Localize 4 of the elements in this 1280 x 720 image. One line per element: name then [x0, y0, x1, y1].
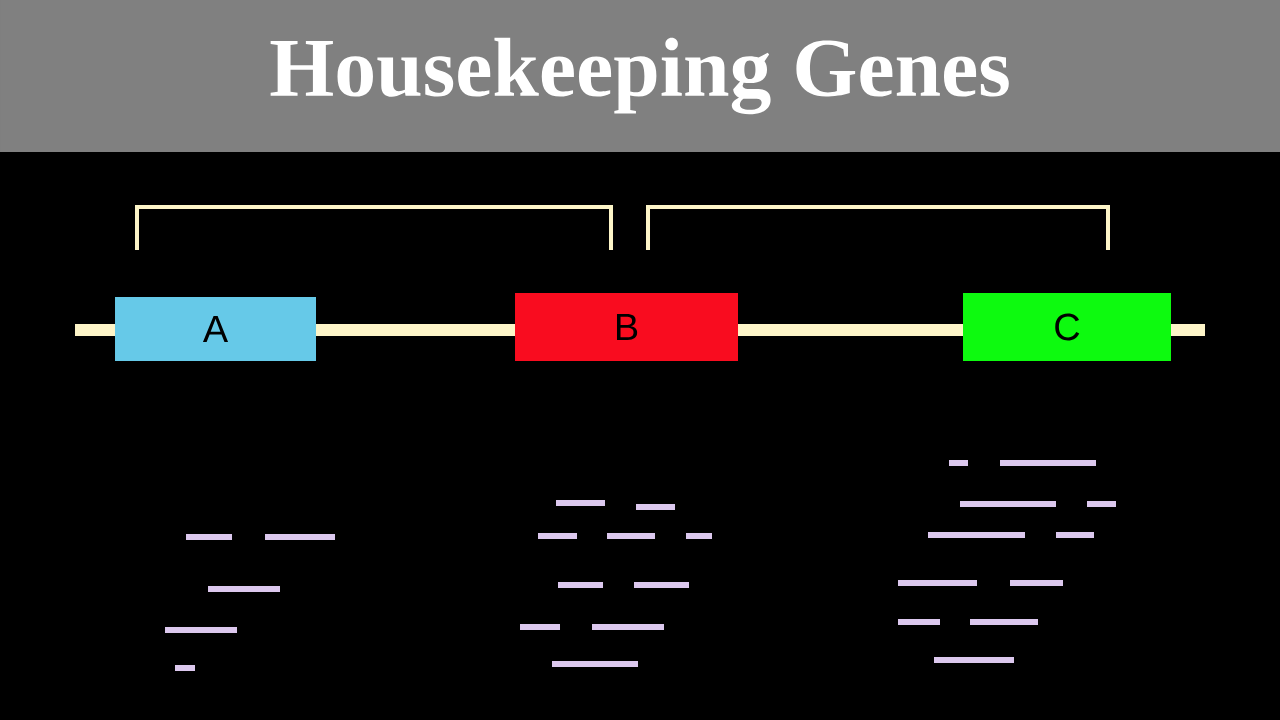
title-banner: Housekeeping Genes — [0, 0, 1280, 152]
gene-box: A — [115, 297, 316, 361]
gene-box: B — [515, 293, 738, 361]
gene-box: C — [963, 293, 1171, 361]
